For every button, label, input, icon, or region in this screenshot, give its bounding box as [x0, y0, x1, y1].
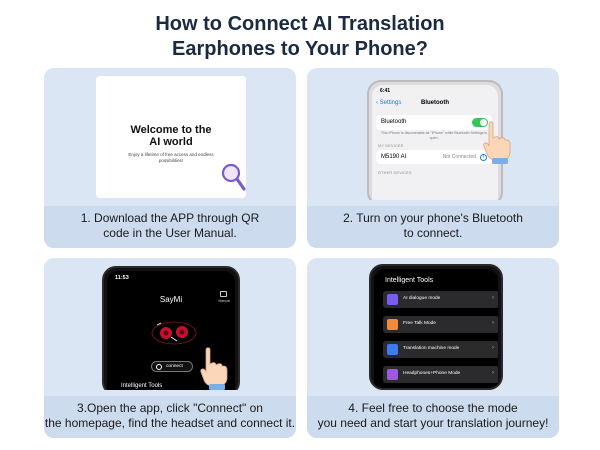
translation-machine-icon [387, 344, 398, 355]
welcome-title-line-2: AI world [149, 136, 193, 148]
info-icon[interactable]: i [480, 153, 487, 161]
step-1-caption-line-2: code in the User Manual. [103, 226, 237, 240]
bluetooth-note: This iPhone is discoverable as "iPhone" … [380, 131, 488, 140]
manual-label: Manual [218, 299, 230, 303]
welcome-screen: Welcome to the AI world Enjoy a lifetime… [96, 76, 246, 198]
magnifier-icon [221, 163, 246, 191]
step-3-caption-line-2: the homepage, find the headset and conne… [44, 416, 296, 430]
step-4-caption-line-2: you need and start your translation jour… [317, 416, 549, 430]
my-devices-header: MY DEVICES [378, 144, 404, 148]
other-devices-header: OTHER DEVICES [378, 171, 412, 175]
step-2-caption: 2. Turn on your phone's Bluetooth to con… [307, 206, 559, 248]
welcome-subtitle: Enjoy a lifetime of free access and endl… [128, 152, 214, 163]
phone-tools: Intelligent Tools AI dialogue mode › Fre… [369, 264, 503, 390]
step-1-image: Welcome to the AI world Enjoy a lifetime… [44, 68, 296, 200]
chevron-right-icon: › [492, 345, 494, 351]
bluetooth-toggle[interactable] [472, 118, 488, 127]
mode-label: Translation machine mode [403, 346, 460, 351]
step-4-image: Intelligent Tools AI dialogue mode › Fre… [307, 258, 559, 390]
settings-back-link[interactable]: ‹ Settings [376, 100, 402, 106]
pointing-hand-icon [483, 121, 511, 164]
connect-label: connect [166, 364, 183, 369]
phone-bluetooth: 6:41 ‹ Settings Bluetooth Bluetooth This… [367, 80, 503, 200]
title-line-1: How to Connect AI Translation [155, 13, 445, 35]
earbuds-icon [151, 321, 197, 345]
step-card-download: Welcome to the AI world Enjoy a lifetime… [44, 68, 296, 248]
status-time: 11:53 [115, 275, 129, 281]
bluetooth-toggle-row[interactable]: Bluetooth [376, 115, 492, 130]
step-4-caption-line-1: 4. Feel free to choose the mode [348, 401, 518, 415]
status-time: 6:41 [380, 88, 391, 94]
mode-row-ai-dialogue[interactable]: AI dialogue mode › [383, 291, 498, 308]
chevron-right-icon: › [492, 295, 494, 301]
chevron-right-icon: › [492, 370, 494, 376]
welcome-title-line-1: Welcome to the [130, 124, 212, 136]
step-3-caption: 3.Open the app, click "Connect" on the h… [44, 396, 296, 438]
pointing-hand-icon [200, 347, 228, 390]
mode-label: Free Talk Mode [403, 321, 436, 326]
step-card-modes: Intelligent Tools AI dialogue mode › Fre… [307, 258, 559, 438]
chevron-right-icon: › [492, 320, 494, 326]
title-line-2: Earphones to Your Phone? [172, 38, 428, 60]
headphones-phone-icon [387, 369, 398, 380]
step-2-caption-line-1: 2. Turn on your phone's Bluetooth [343, 211, 523, 225]
mode-label: AI dialogue mode [403, 296, 441, 301]
connect-icon [156, 364, 162, 370]
back-label: Settings [379, 100, 402, 106]
bluetooth-settings-screen: 6:41 ‹ Settings Bluetooth Bluetooth This… [372, 85, 498, 200]
step-3-image: 11:53 SayMi Manual connect Intell [44, 258, 296, 390]
step-3-caption-line-1: 3.Open the app, click "Connect" on [77, 401, 263, 415]
step-card-bluetooth: 6:41 ‹ Settings Bluetooth Bluetooth This… [307, 68, 559, 248]
device-row[interactable]: M5190 AI Not Connected i [376, 150, 492, 164]
app-name: SayMi [159, 295, 183, 304]
device-name: M5190 AI [381, 154, 407, 160]
mode-row-free-talk[interactable]: Free Talk Mode › [383, 316, 498, 333]
step-4-caption: 4. Feel free to choose the mode you need… [307, 396, 559, 438]
bluetooth-label: Bluetooth [381, 119, 407, 125]
step-2-image: 6:41 ‹ Settings Bluetooth Bluetooth This… [307, 68, 559, 200]
intelligent-tools-screen: Intelligent Tools AI dialogue mode › Fre… [374, 269, 498, 388]
mode-row-headphones-phone[interactable]: Headphones+Phone Mode › [383, 366, 498, 383]
welcome-title: Welcome to the AI world [96, 124, 246, 148]
connect-button[interactable]: connect [151, 361, 193, 372]
step-1-caption-line-1: 1. Download the APP through QR [80, 211, 260, 225]
page-title: How to Connect AI Translation Earphones … [0, 12, 600, 62]
free-talk-icon [387, 319, 398, 330]
mode-label: Headphones+Phone Mode [403, 371, 461, 376]
step-1-caption: 1. Download the APP through QR code in t… [44, 206, 296, 248]
bluetooth-page-title: Bluetooth [421, 100, 449, 106]
mode-row-translation-machine[interactable]: Translation machine mode › [383, 341, 498, 358]
manual-icon[interactable] [220, 291, 227, 297]
intelligent-tools-label: Intelligent Tools [121, 383, 163, 389]
step-card-connect: 11:53 SayMi Manual connect Intell [44, 258, 296, 438]
step-2-caption-line-2: to connect. [403, 226, 463, 240]
intelligent-tools-title: Intelligent Tools [385, 277, 434, 284]
chat-icon [387, 294, 398, 305]
device-status: Not Connected [442, 154, 476, 160]
